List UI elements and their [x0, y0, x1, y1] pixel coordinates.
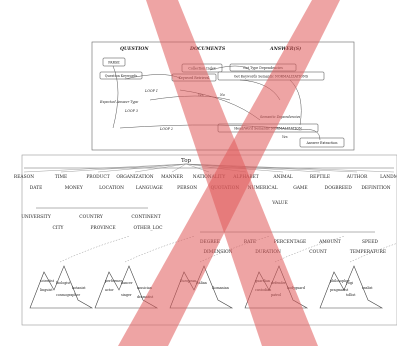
taxonomy-node: UNIVERSITY: [21, 215, 51, 220]
taxonomy-node: LOCATION: [99, 186, 124, 191]
taxonomy-node: TEMPERATURE: [350, 250, 386, 255]
taxonomy-node: PRODUCT: [86, 175, 109, 180]
taxonomy-leaf: philosopher: [330, 279, 350, 283]
top-loop-label: Yes: [282, 135, 288, 139]
taxonomy-leaf: singer: [121, 293, 132, 297]
top-connector: [299, 129, 321, 141]
taxonomy-leaf: biologist: [56, 281, 71, 285]
taxonomy-node: LANGUAGE: [136, 186, 163, 191]
taxonomy-leaf: linguist: [40, 288, 53, 292]
top-box-label: Question Keywords: [105, 74, 138, 78]
taxonomy-node: MANNER: [161, 175, 184, 180]
taxonomy-node: OTHER_LOC: [134, 226, 164, 231]
taxonomy-node: NUMERICAL: [248, 186, 278, 191]
x-mark-overlay: [118, 0, 340, 346]
taxonomy-node: DATE: [30, 186, 43, 191]
taxonomy-leaf: dramatist: [137, 295, 154, 299]
taxonomy-leaf: performer: [105, 279, 122, 283]
top-connector: [112, 65, 119, 129]
top-loop-label: Expected Answer Type: [99, 100, 138, 104]
top-box-label: Get Type Dependencies: [243, 66, 283, 70]
taxonomy-node: VALUE: [271, 201, 288, 206]
top-loop-label: LOOP 3: [124, 109, 138, 113]
taxonomy-leaf: tollist: [346, 293, 356, 297]
taxonomy-mountain: [29, 265, 94, 309]
taxonomy-mountain: [319, 265, 384, 309]
taxonomy-node: PROVINCE: [90, 226, 115, 231]
taxonomy-leaf: pragmatist: [330, 288, 349, 292]
taxonomy-node: COUNTRY: [79, 215, 103, 220]
taxonomy-node: DEFINITION: [361, 186, 390, 191]
taxonomy-node: REASON: [14, 175, 34, 180]
taxonomy-node: SPEED: [362, 240, 378, 245]
taxonomy-root: Top: [181, 158, 192, 164]
taxonomy-node: PERCENTAGE: [274, 240, 306, 245]
top-box-label: Answer Extraction: [305, 141, 338, 145]
taxonomy-node: TIME: [55, 175, 67, 180]
taxonomy-leaf: musician: [137, 286, 153, 290]
taxonomy-node: CITY: [53, 226, 64, 231]
taxonomy-node: LANDMARK: [380, 175, 397, 180]
mountain-link: [349, 243, 397, 263]
taxonomy-leaf: Italian: [196, 281, 208, 285]
top-connector: [209, 65, 251, 71]
top-box: [99, 71, 143, 80]
taxonomy-node: AUTHOR: [346, 175, 368, 180]
taxonomy-leaf: scientist: [40, 279, 55, 283]
taxonomy-node: PERSON: [177, 186, 197, 191]
taxonomy-leaf: bodyguard: [287, 286, 306, 290]
taxonomy-node: DOGBREED: [325, 186, 353, 191]
taxonomy-node: MONEY: [65, 186, 83, 191]
taxonomy-leaf: yogi: [345, 281, 353, 285]
taxonomy-leaf: realist: [362, 286, 373, 290]
taxonomy-node: GAME: [293, 186, 307, 191]
x-stroke-right: [118, 0, 340, 346]
taxonomy-node: COUNT: [309, 250, 327, 255]
taxonomy-node: ANIMAL: [272, 175, 292, 180]
taxonomy-node: CONTINENT: [131, 215, 160, 220]
taxonomy-node: AMOUNT: [318, 240, 341, 245]
top-box: [299, 137, 345, 148]
top-box: [102, 57, 126, 67]
taxonomy-leaf: actor: [105, 288, 114, 292]
mountain-link: [59, 235, 131, 263]
taxonomy-node: DIMENSION: [204, 250, 233, 255]
top-box-label: PARSE: [108, 60, 120, 64]
taxonomy-leaf: Romanian: [212, 286, 230, 290]
top-loop-label: LOOP 2: [159, 127, 173, 131]
taxonomy-node: ORGANIZATION: [116, 175, 153, 180]
taxonomy-leaf: cosmographer: [56, 293, 80, 297]
taxonomy-leaf: dancer: [121, 281, 133, 285]
taxonomy-leaf: botanist: [72, 286, 86, 290]
top-loop-label: No: [219, 93, 225, 97]
top-header: QUESTION: [120, 46, 149, 52]
taxonomy-node: REPTILE: [310, 175, 330, 180]
top-loop-label: LOOP 1: [144, 89, 158, 93]
top-header: DOCUMENTS: [189, 46, 226, 52]
